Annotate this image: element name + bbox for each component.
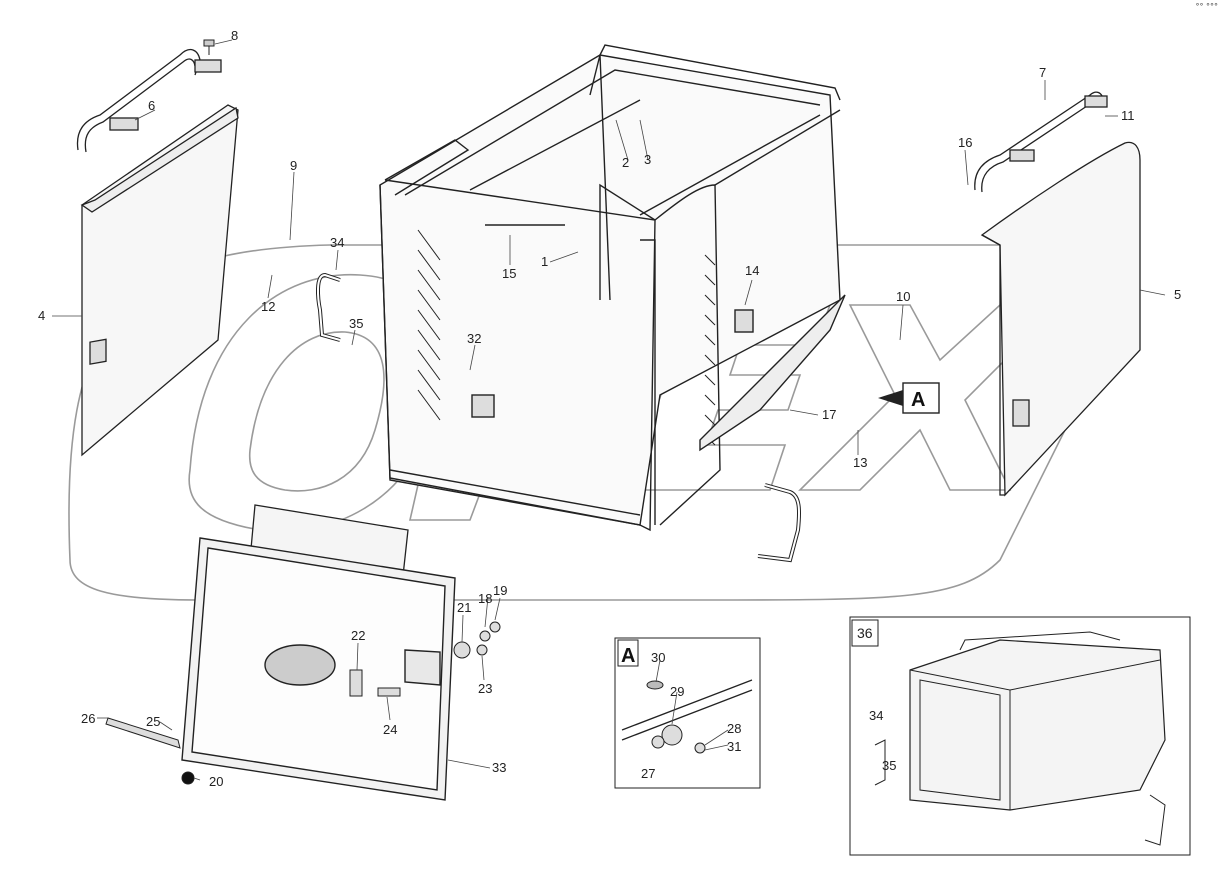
callouts: 4 6 8 9 12 34 35 1 2 3 15 32 14 17 10 13… — [38, 28, 1181, 789]
callout-29: 29 — [670, 684, 684, 699]
corner-mark: °° °°° — [1195, 2, 1218, 11]
callout-9: 9 — [290, 158, 297, 173]
inset-36-label: 36 — [857, 625, 873, 641]
callout-11: 11 — [1121, 108, 1135, 123]
callout-13: 13 — [853, 455, 867, 470]
part-7-handle — [974, 91, 1108, 193]
inset-callout-34: 34 — [869, 708, 883, 723]
callout-30: 30 — [651, 650, 665, 665]
callout-3: 3 — [644, 152, 651, 167]
callout-4: 4 — [38, 308, 45, 323]
view-a-marker: A — [878, 382, 940, 414]
part-5-right-panel — [980, 141, 1141, 497]
callout-20: 20 — [209, 774, 223, 789]
callout-17: 17 — [822, 407, 836, 422]
callout-16: 16 — [958, 135, 972, 150]
callout-25: 25 — [146, 714, 160, 729]
callout-26: 26 — [81, 711, 95, 726]
callout-18: 18 — [478, 591, 492, 606]
callout-33: 33 — [492, 760, 506, 775]
callout-34: 34 — [330, 235, 344, 250]
callout-24: 24 — [383, 722, 397, 737]
callout-31: 31 — [727, 739, 741, 754]
callout-8: 8 — [231, 28, 238, 43]
inset-a-label: A — [621, 645, 635, 667]
callout-35: 35 — [349, 316, 363, 331]
part-33-door — [181, 537, 456, 801]
part-4-left-panel — [80, 104, 239, 457]
inset-36 — [849, 616, 1191, 856]
callout-12: 12 — [261, 299, 275, 314]
view-a-marker-text: A — [911, 389, 925, 411]
callout-2: 2 — [622, 155, 629, 170]
door-hardware — [105, 621, 501, 785]
callout-10: 10 — [896, 289, 910, 304]
callout-32: 32 — [467, 331, 481, 346]
callout-7: 7 — [1039, 65, 1046, 80]
callout-15: 15 — [502, 266, 516, 281]
callout-27: 27 — [641, 766, 655, 781]
cab-frame — [379, 44, 846, 532]
callout-19: 19 — [493, 583, 507, 598]
leader-lines — [52, 39, 1166, 781]
inset-callout-35: 35 — [882, 758, 896, 773]
callout-21: 21 — [457, 600, 471, 615]
callout-1: 1 — [541, 254, 548, 269]
view-a-inset — [614, 637, 761, 789]
callout-28: 28 — [727, 721, 741, 736]
callout-6: 6 — [148, 98, 155, 113]
callout-14: 14 — [745, 263, 759, 278]
part-6-handle — [76, 48, 222, 153]
part-8-screw — [203, 39, 215, 55]
callout-22: 22 — [351, 628, 365, 643]
callout-23: 23 — [478, 681, 492, 696]
callout-5: 5 — [1174, 287, 1181, 302]
